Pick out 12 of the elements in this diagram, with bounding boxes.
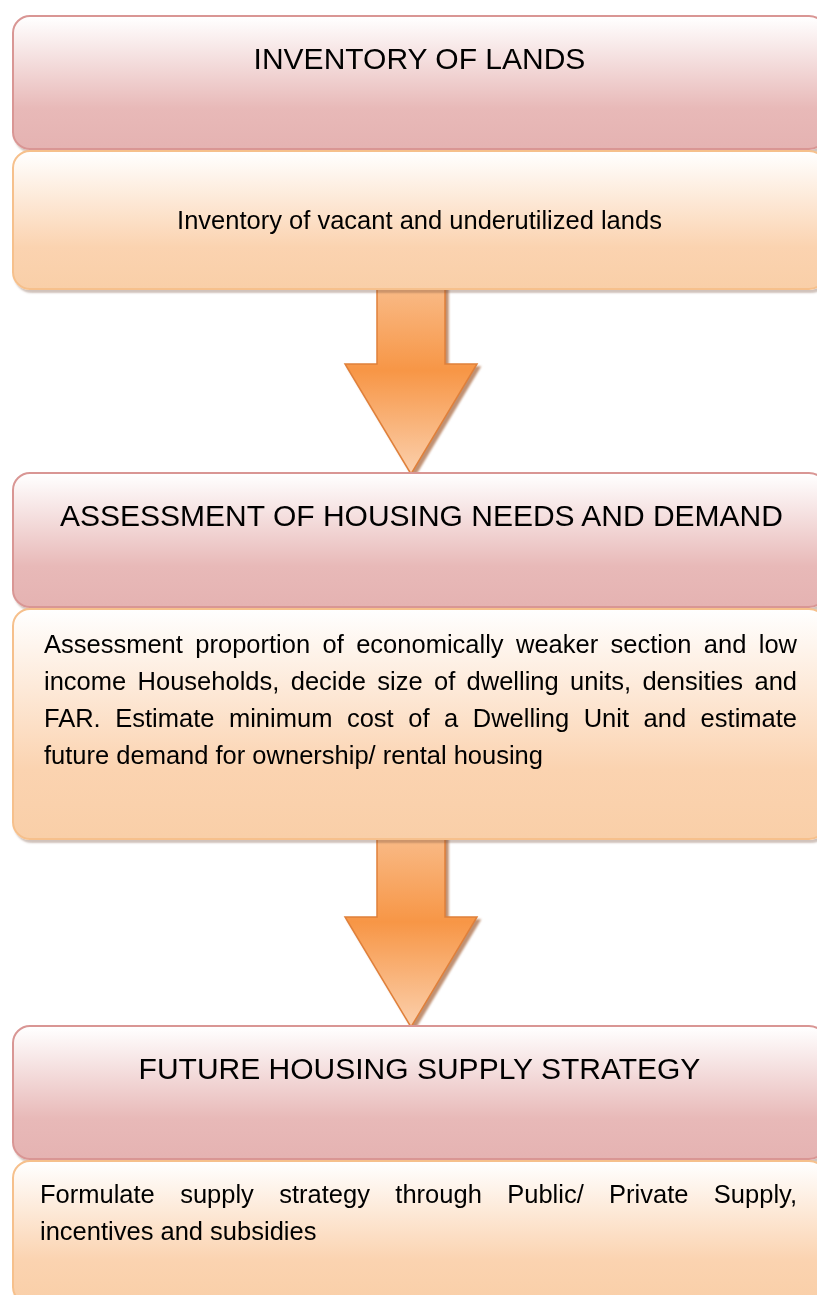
heading-box (12, 1025, 817, 1160)
description-box (12, 608, 817, 840)
heading-text: ASSESSMENT OF HOUSING NEEDS AND DEMAND (59, 498, 784, 534)
description-box (12, 1160, 817, 1295)
description-text: Formulate supply strategy through Public/ Private Supply, incentives and subsidies (40, 1179, 797, 1247)
description-text: Assessment proportion of economically weaker section and low income Households, decide size of dwelling units, densities and FAR. Estimate minimum cost of a Dwelling Unit and estimate future demand for ownership/ rental housing (44, 629, 797, 771)
description-box (12, 150, 817, 290)
description-text: Inventory of vacant and underutilized lands (177, 205, 662, 236)
heading-text: INVENTORY OF LANDS (253, 41, 586, 77)
heading-box (12, 15, 817, 150)
heading-text: FUTURE HOUSING SUPPLY STRATEGY (138, 1051, 701, 1087)
heading-box (12, 472, 817, 608)
